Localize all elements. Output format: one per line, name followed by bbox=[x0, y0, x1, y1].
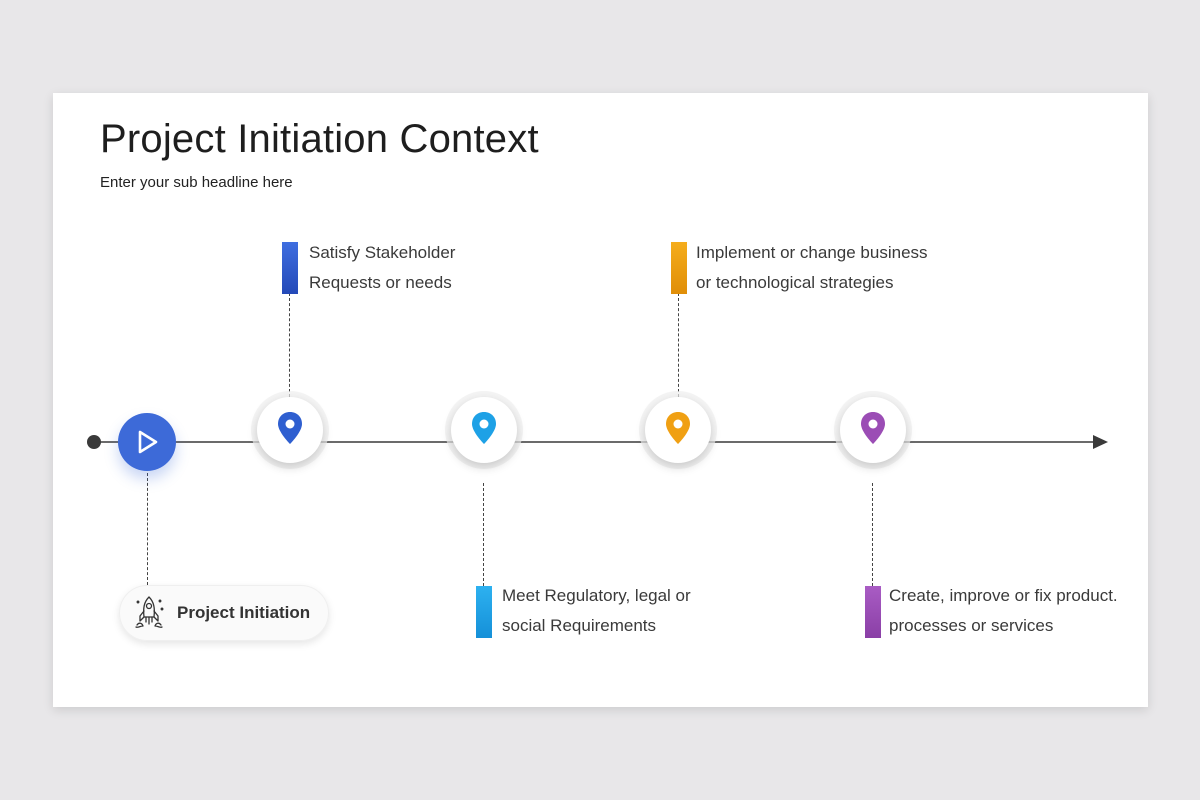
milestone-2-color-bar bbox=[476, 586, 492, 638]
milestone-node-4[interactable] bbox=[840, 397, 906, 463]
milestone-1-line-1: Satisfy Stakeholder bbox=[309, 243, 456, 262]
slide: Project Initiation Context Enter your su… bbox=[53, 93, 1148, 707]
milestone-4-text: Create, improve or fix product. processe… bbox=[889, 581, 1118, 641]
milestone-4-line-2: processes or services bbox=[889, 616, 1054, 635]
milestone-node-3[interactable] bbox=[645, 397, 711, 463]
connector-start bbox=[147, 473, 148, 585]
location-pin-icon bbox=[666, 412, 690, 444]
milestone-1-text: Satisfy Stakeholder Requests or needs bbox=[309, 238, 455, 298]
milestone-2-line-2: social Requirements bbox=[502, 616, 657, 635]
play-icon bbox=[138, 430, 158, 454]
connector-milestone-2 bbox=[483, 483, 484, 586]
location-pin-icon bbox=[472, 412, 496, 444]
timeline-start-dot bbox=[87, 435, 101, 449]
milestone-node-1[interactable] bbox=[257, 397, 323, 463]
milestone-2-text: Meet Regulatory, legal or social Require… bbox=[502, 581, 691, 641]
project-initiation-pill[interactable]: Project Initiation bbox=[119, 585, 329, 641]
slide-subtitle: Enter your sub headline here bbox=[100, 174, 293, 191]
location-pin-icon bbox=[278, 412, 302, 444]
milestone-1-line-2: Requests or needs bbox=[309, 273, 452, 292]
project-initiation-label: Project Initiation bbox=[177, 603, 311, 622]
arrowhead-icon bbox=[1093, 435, 1108, 449]
slide-title: Project Initiation Context bbox=[100, 117, 539, 161]
milestone-4-color-bar bbox=[865, 586, 881, 638]
location-pin-icon bbox=[861, 412, 885, 444]
milestone-3-text: Implement or change business or technolo… bbox=[696, 238, 928, 298]
milestone-2-line-1: Meet Regulatory, legal or bbox=[502, 586, 691, 605]
milestone-3-line-2: or technological strategies bbox=[696, 273, 894, 292]
connector-milestone-4 bbox=[872, 483, 873, 586]
play-button[interactable] bbox=[118, 413, 176, 471]
milestone-3-line-1: Implement or change business bbox=[696, 243, 928, 262]
connector-milestone-1 bbox=[289, 293, 290, 397]
milestone-4-line-1: Create, improve or fix product. bbox=[889, 586, 1118, 605]
rocket-icon bbox=[135, 596, 164, 628]
milestone-node-2[interactable] bbox=[451, 397, 517, 463]
milestone-3-color-bar bbox=[671, 242, 687, 294]
milestone-1-color-bar bbox=[282, 242, 298, 294]
connector-milestone-3 bbox=[678, 293, 679, 397]
